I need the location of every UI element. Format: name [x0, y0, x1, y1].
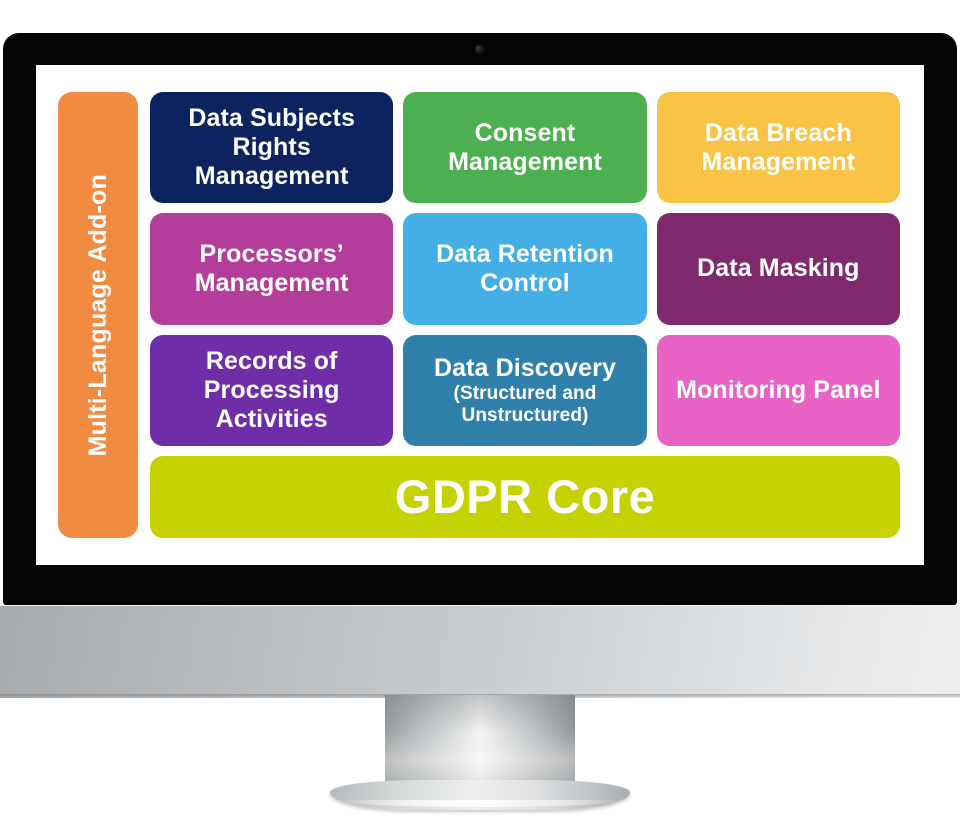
tile-label: Data Masking — [697, 254, 860, 283]
tile-data-masking[interactable]: Data Masking — [656, 213, 900, 325]
tile-label: Data Retention Control — [436, 239, 614, 297]
tile-label: Processors’ Management — [194, 239, 349, 297]
tile-label: Data Subjects Rights Management — [188, 104, 355, 191]
tile-data-retention-control[interactable]: Data Retention Control — [403, 213, 647, 325]
tile-label: Data Breach Management — [701, 118, 856, 176]
multi-language-addon-panel[interactable]: Multi-Language Add-on — [58, 92, 138, 538]
module-grid: Data Subjects Rights Management Consent … — [150, 92, 900, 538]
tile-consent-management[interactable]: Consent Management — [403, 92, 647, 204]
tile-label: Consent Management — [448, 118, 602, 176]
tile-data-discovery[interactable]: Data Discovery (Structured and Unstructu… — [403, 334, 647, 446]
monitor-screen: Multi-Language Add-on Data Subjects Righ… — [36, 65, 924, 565]
tile-processors-management[interactable]: Processors’ Management — [150, 213, 394, 325]
tile-data-subjects-rights-management[interactable]: Data Subjects Rights Management — [150, 92, 394, 204]
tile-sublabel: (Structured and Unstructured) — [453, 382, 597, 426]
tile-label: Monitoring Panel — [676, 375, 881, 404]
gdpr-architecture-diagram: Multi-Language Add-on Data Subjects Righ… — [36, 65, 924, 565]
tile-monitoring-panel[interactable]: Monitoring Panel — [656, 334, 900, 446]
core-label: GDPR Core — [394, 470, 656, 524]
module-row: Records of Processing Activities Data Di… — [150, 334, 900, 446]
tile-label: Data Discovery — [433, 353, 617, 382]
monitor-stand-base-highlight — [336, 800, 624, 807]
tile-data-breach-management[interactable]: Data Breach Management — [656, 92, 900, 204]
module-row: Processors’ Management Data Retention Co… — [150, 213, 900, 325]
module-row: Data Subjects Rights Management Consent … — [150, 92, 900, 204]
tile-records-of-processing-activities[interactable]: Records of Processing Activities — [150, 334, 394, 446]
webcam-icon — [475, 45, 484, 54]
tile-gdpr-core[interactable]: GDPR Core — [150, 455, 900, 538]
multi-language-addon-label: Multi-Language Add-on — [83, 173, 112, 457]
core-row: GDPR Core — [150, 455, 900, 538]
tile-label: Records of Processing Activities — [203, 346, 340, 433]
monitor-chin — [0, 605, 960, 698]
